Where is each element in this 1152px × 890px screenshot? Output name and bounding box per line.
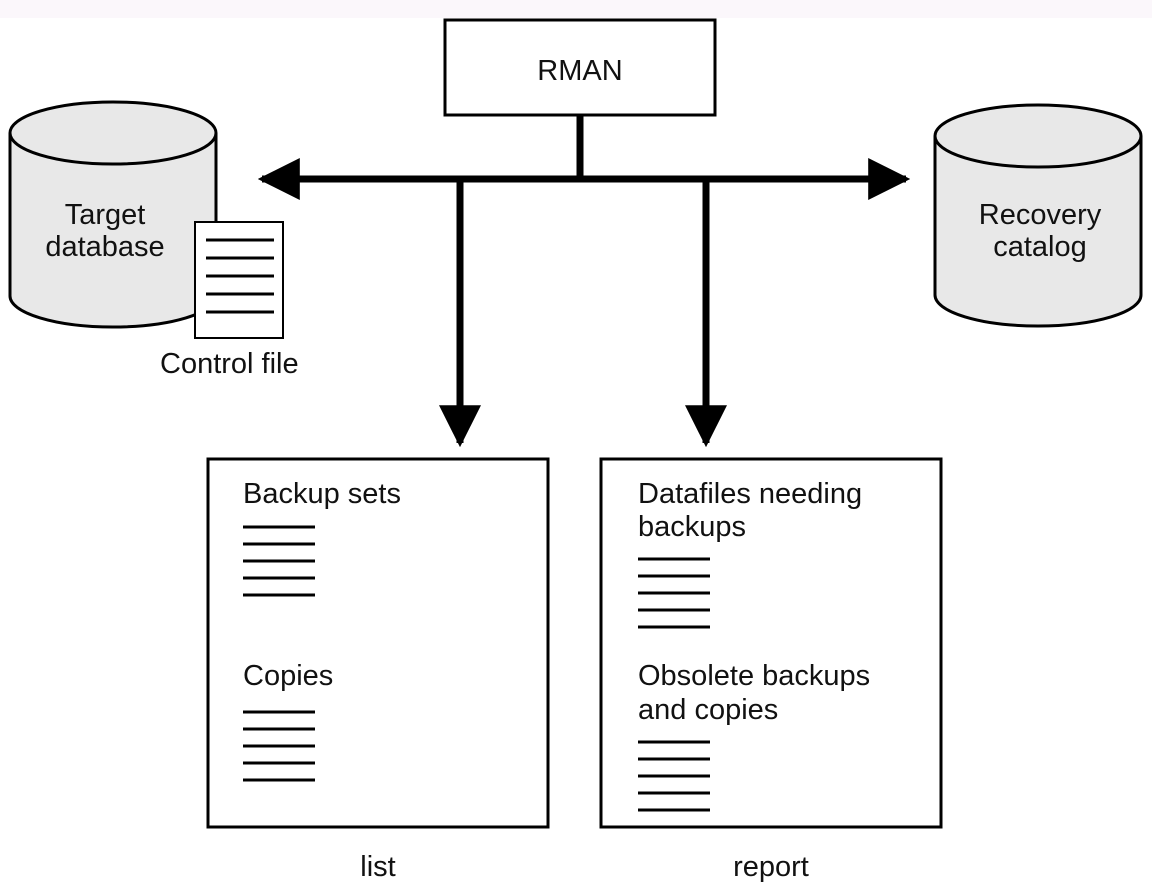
- list-backup-sets-lines: [243, 525, 315, 597]
- report-panel: [599, 457, 943, 829]
- connectors: [257, 115, 911, 448]
- top-band: [0, 0, 1152, 18]
- list-item-copies: Copies: [243, 660, 334, 692]
- list-copies-lines: [243, 710, 315, 782]
- recovery-catalog-cylinder: [933, 103, 1143, 328]
- recovery-catalog-label-line2: catalog: [993, 231, 1087, 263]
- list-item-backup-sets: Backup sets: [243, 478, 401, 510]
- report-obsolete-lines: [638, 740, 710, 812]
- recovery-catalog-label-line1: Recovery: [978, 199, 1102, 231]
- target-db-label-line1: Target: [64, 199, 146, 231]
- target-db-label-line2: database: [45, 231, 165, 263]
- control-file-label: Control file: [160, 348, 299, 380]
- control-file-icon: [194, 221, 284, 339]
- report-caption: report: [733, 851, 809, 883]
- list-panel: [206, 457, 550, 829]
- report-datafiles-lines: [638, 557, 710, 629]
- rman-box: [443, 18, 717, 117]
- report-item-datafiles-line2: backups: [638, 511, 747, 543]
- report-item-datafiles-line1: Datafiles needing: [638, 478, 863, 510]
- list-caption: list: [360, 851, 396, 883]
- rman-label: RMAN: [537, 55, 623, 87]
- report-item-obsolete-line2: and copies: [638, 694, 779, 726]
- report-item-obsolete-line1: Obsolete backups: [638, 660, 871, 692]
